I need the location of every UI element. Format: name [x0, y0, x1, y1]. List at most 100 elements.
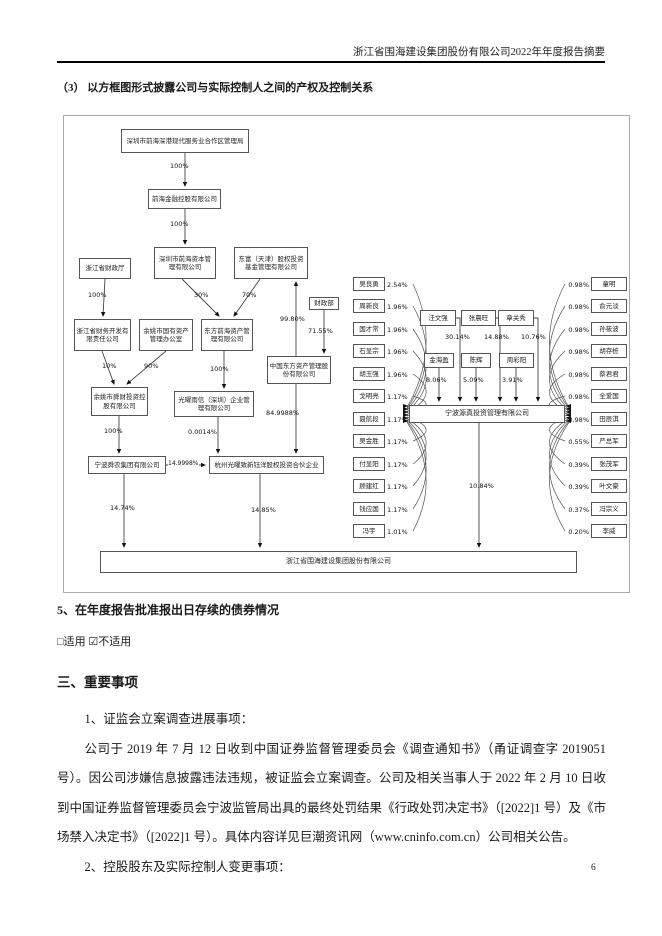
ownership-diagram-heading: （3） 以方框图形式披露公司与实际控制人之间的产权及控制关系 [57, 82, 374, 94]
edge-label: 100% [170, 162, 189, 170]
shareholder-pct: 1.96% [387, 302, 408, 311]
shareholder-box: 冯宇 [353, 524, 385, 538]
major-events-heading: 三、重要事项 [57, 675, 138, 690]
arrowhead-cluster [403, 410, 409, 414]
edge-label: 10.84% [469, 482, 494, 490]
shareholder-box: 俞元淡 [591, 299, 627, 313]
shareholder-box: 童明 [591, 277, 627, 291]
arrowhead-cluster [565, 419, 571, 423]
edge-label: 14.85% [251, 506, 276, 514]
shareholder-curve [406, 419, 427, 487]
edge-label: 100% [210, 365, 229, 373]
shareholder-box: 张茂军 [591, 457, 627, 471]
shareholder-curve [549, 419, 570, 487]
entity-box-listed-company: 浙江省围海建设集团股份有限公司 [100, 551, 577, 573]
edge-label: 14.74% [110, 504, 135, 512]
arrowhead-cluster [403, 407, 409, 411]
shareholder-box: 蔡君君 [591, 367, 627, 381]
shareholder-box: 冯宗义 [591, 502, 627, 516]
shareholder-pct: 1.01% [387, 527, 408, 536]
shareholder-curve [406, 420, 427, 510]
shareholder-box: 石显宗 [353, 344, 385, 358]
edge-label: 14.9998% [168, 460, 199, 467]
shareholder-box: 全爱国 [591, 389, 627, 403]
edge-label: 10% [102, 362, 117, 370]
shareholder-box: 孙筱波 [591, 322, 627, 336]
shareholder-pct: 1.96% [387, 325, 408, 334]
shareholder-box: 吴金胜 [353, 434, 385, 448]
shareholder-box: 严总军 [591, 434, 627, 448]
shareholder-box: 胡存桩 [591, 344, 627, 358]
entity-box-zhejiang-finance-dev: 浙江省财务开发有限责任公司 [74, 319, 131, 351]
entity-box-ministry-of-finance: 财政部 [309, 297, 339, 310]
shareholder-box: 田辰淇 [591, 412, 627, 426]
shareholder-curve [549, 422, 570, 532]
edge-label: 0.0014% [188, 428, 217, 436]
shareholder-box: 付显阳 [353, 457, 385, 471]
edge-label: 100% [104, 427, 123, 435]
shareholder-pct: 1.96% [387, 370, 408, 379]
shareholder-pct: 0.39% [568, 460, 589, 469]
edge-label: 30% [194, 291, 209, 299]
shareholder-pct: 1.17% [387, 482, 408, 491]
shareholder-box: 钱应国 [353, 502, 385, 516]
edge-label: 14.88% [484, 333, 509, 341]
shareholder-curve [549, 305, 570, 410]
edge-label: 84.9988% [266, 409, 300, 417]
shareholder-box: 戈明亮 [353, 389, 385, 403]
shareholder-pct: 0.98% [568, 280, 589, 289]
shareholder-box: 章关秀 [498, 310, 534, 326]
shareholder-curve [549, 328, 570, 411]
arrowhead-cluster [565, 407, 571, 411]
entity-box-yuyao-state-assets: 余姚市国有资产管理办公室 [139, 319, 193, 351]
entity-box-ningbo-yuanzhen: 宁波源真投资管理有限公司 [409, 405, 565, 423]
entity-box-authority: 深圳市前海深港现代服务业合作区管理局 [121, 129, 249, 153]
shareholder-pct: 0.98% [568, 347, 589, 356]
shareholder-box: 李威 [591, 524, 627, 538]
shareholder-box: 周彩阳 [499, 353, 534, 368]
edge-label: 70% [242, 291, 257, 299]
shareholder-pct: 0.37% [568, 505, 589, 514]
edge-label: 100% [88, 291, 107, 299]
entity-box-hangzhou-guangyao-lp: 杭州光曜致新钰洋股权投资合伙企业 [209, 456, 324, 474]
shareholder-pct: 0.39% [568, 482, 589, 491]
shareholder-box: 陈辉 [461, 353, 491, 368]
edge-label: 100% [170, 220, 189, 228]
entity-box-yuyao-shuncai: 余姚市舜财投资控股有限公司 [91, 387, 148, 416]
shareholder-box: 顾建红 [353, 479, 385, 493]
shareholder-pct: 1.17% [387, 460, 408, 469]
entity-box-china-orient-amc: 中国东方资产管理股份有限公司 [267, 356, 331, 384]
edge-label: 8.06% [426, 376, 447, 384]
shareholder-pct: 0.20% [568, 527, 589, 536]
edge-label: 3.91% [502, 376, 523, 384]
report-header-title: 浙江省围海建设集团股份有限公司2022年年度报告摘要 [353, 47, 605, 58]
shareholder-box: 张晨旺 [461, 310, 496, 326]
major-events-body: 1、证监会立案调查进展事项： 公司于 2019 年 7 月 12 日收到中国证券… [57, 705, 606, 882]
shareholder-pct: 1.17% [387, 505, 408, 514]
shareholder-pct: 1.17% [387, 415, 408, 424]
entity-box-qianhai-capital: 深圳市前海资本管理有限公司 [154, 247, 216, 279]
edge-label: 71.55% [308, 327, 333, 335]
item1-title: 1、证监会立案调查进展事项： [84, 712, 254, 726]
ownership-structure-diagram: 深圳市前海深港现代服务业合作区管理局 前海金融控股有限公司 深圳市前海资本管理有… [63, 115, 630, 593]
shareholder-curve [406, 328, 427, 411]
shareholder-pct: 1.17% [387, 437, 408, 446]
arrowhead-cluster [565, 410, 571, 414]
header-rule [57, 61, 605, 63]
shareholder-pct: 0.98% [568, 392, 589, 401]
item2-title: 2、控股股东及实际控制人变更事项： [84, 859, 291, 874]
arrowhead-cluster [403, 413, 409, 417]
entity-box-guangyao-yuxin: 光曜雨信（深圳）企业管理有限公司 [174, 391, 254, 417]
shareholder-box: 国才常 [353, 322, 385, 336]
shareholder-box: 汪文强 [420, 310, 456, 326]
arrowhead-cluster [403, 404, 409, 408]
edge-label: 90% [144, 362, 159, 370]
shareholder-box: 吴良勇 [353, 277, 385, 291]
bond-section-heading: 5、在年度报告批准报出日存续的债券情况 [57, 603, 280, 617]
shareholder-pct: 2.54% [387, 280, 408, 289]
entity-box-qianhai-holding: 前海金融控股有限公司 [148, 189, 221, 209]
shareholder-curve [406, 422, 427, 532]
arrowhead-cluster [565, 413, 571, 417]
